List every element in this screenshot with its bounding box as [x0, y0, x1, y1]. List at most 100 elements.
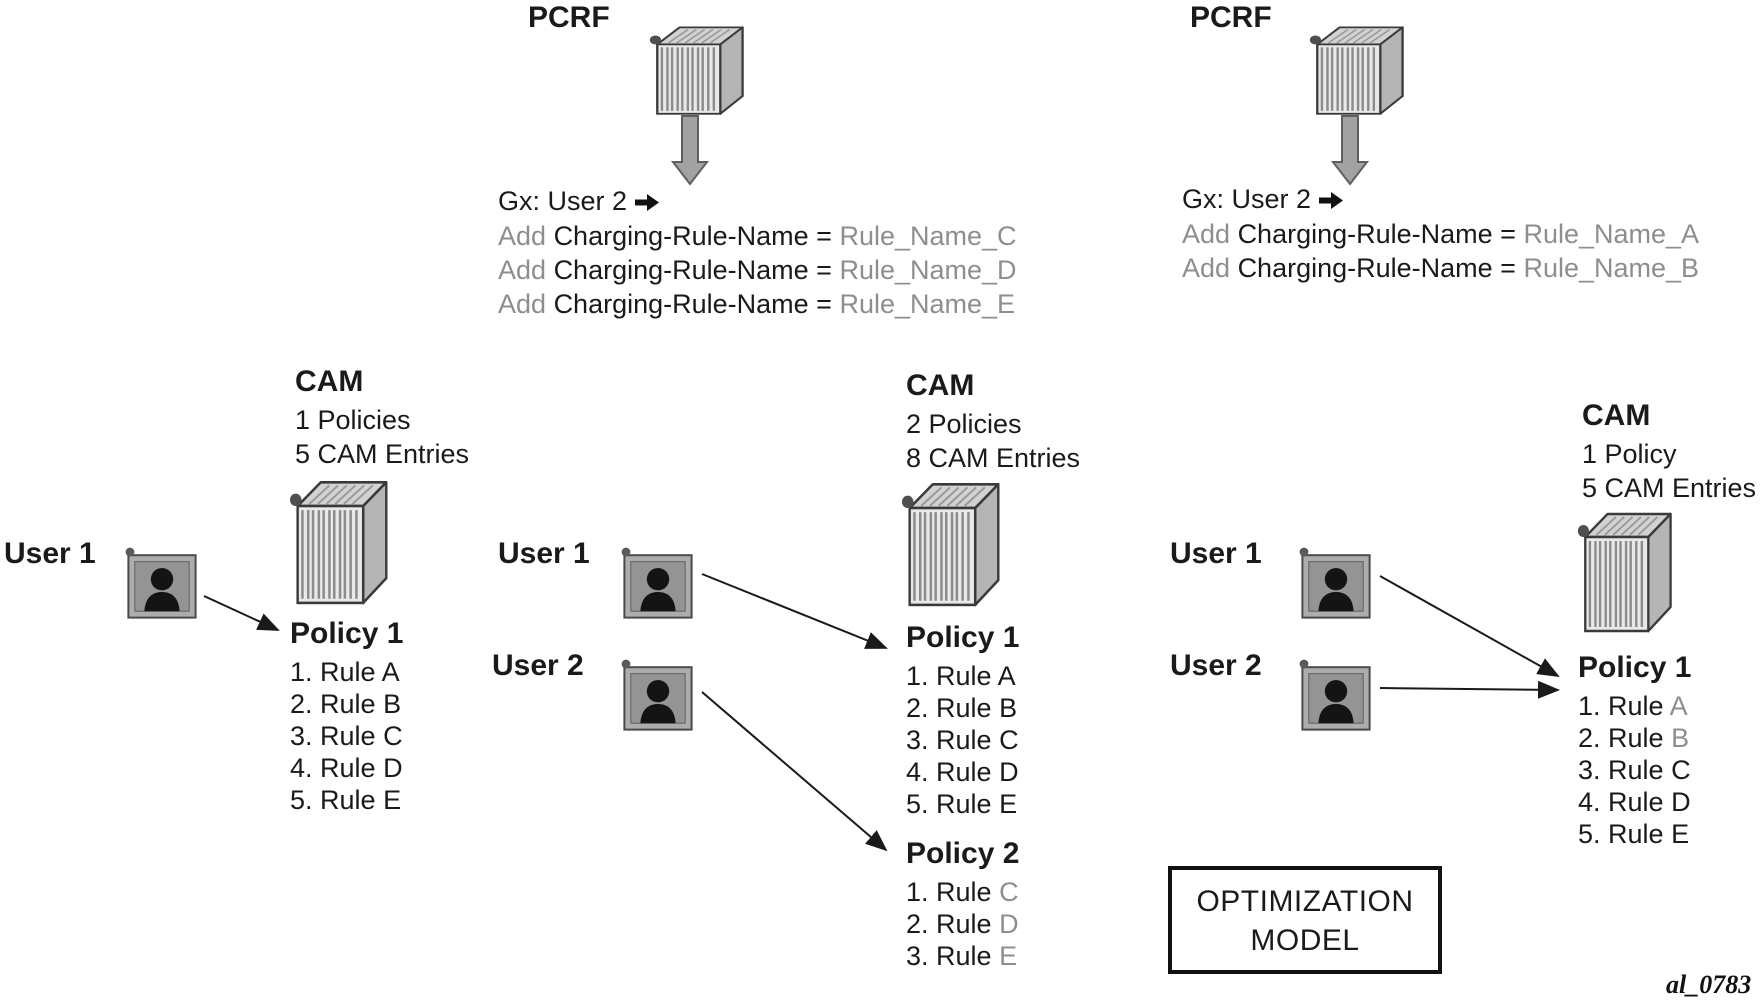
user-label: User 1	[1170, 537, 1262, 570]
arrow-mid-user2-to-policy2	[701, 691, 888, 852]
rule-letter: E	[999, 941, 1018, 971]
rule-item: 1. Rule A	[906, 660, 1019, 692]
down-arrow-icon	[670, 115, 710, 186]
rule-letter: D	[1671, 787, 1691, 817]
gx-session-line: Gx: User 2	[498, 184, 1017, 219]
rule-item: 1. Rule C	[906, 876, 1019, 908]
rule-name-value: Rule_Name_A	[1523, 219, 1700, 249]
server-chassis-icon	[648, 26, 744, 115]
arrow-left-user1-to-policy1	[203, 595, 280, 631]
rule-letter: B	[999, 693, 1018, 723]
gx-label: Gx: User 2	[1182, 184, 1312, 214]
rule-name-value: Rule_Name_B	[1523, 253, 1700, 283]
cam-policy-count: 1 Policies	[295, 405, 411, 435]
rule-letter: E	[1671, 819, 1690, 849]
rule-item: 1. Rule A	[1578, 690, 1691, 722]
rule-item: 1. Rule A	[290, 656, 403, 688]
rule-letter: E	[383, 785, 402, 815]
optimization-line1: OPTIMIZATION	[1196, 885, 1414, 918]
cam-header: CAM 2 Policies 8 CAM Entries	[906, 368, 1080, 475]
gx-message-block: Gx: User 2 Add Charging-Rule-Name = Rule…	[1182, 182, 1699, 285]
arrow-mid-user1-to-policy1	[701, 573, 888, 649]
rule-item: 2. Rule D	[906, 908, 1019, 940]
gx-message-block: Gx: User 2 Add Charging-Rule-Name = Rule…	[498, 184, 1017, 321]
rule-text: 4. Rule	[290, 753, 376, 783]
rule-name-value: Rule_Name_C	[839, 221, 1017, 251]
charging-rule-line: Add Charging-Rule-Name = Rule_Name_C	[498, 219, 1017, 253]
rule-item: 5. Rule E	[1578, 818, 1691, 850]
user-avatar-icon	[124, 546, 197, 619]
charging-rule-line: Add Charging-Rule-Name = Rule_Name_D	[498, 253, 1017, 287]
optimization-line2: MODEL	[1250, 924, 1360, 957]
policy-block: Policy 1 1. Rule A 2. Rule B 3. Rule C 4…	[290, 616, 403, 816]
user-label: User 2	[1170, 649, 1262, 682]
rule-letter: D	[999, 909, 1019, 939]
user-label: User 2	[492, 649, 584, 682]
cam-server-icon	[900, 482, 1000, 607]
add-keyword: Add	[498, 221, 547, 251]
cam-title: CAM	[295, 365, 364, 398]
rule-letter: E	[999, 789, 1018, 819]
policy-title: Policy 1	[290, 617, 404, 650]
avp-name: Charging-Rule-Name =	[553, 289, 832, 319]
right-arrow-icon	[635, 185, 660, 219]
pcrf-title: PCRF	[528, 1, 610, 34]
rule-item: 5. Rule E	[290, 784, 403, 816]
rule-text: 3. Rule	[1578, 755, 1664, 785]
rule-item: 3. Rule C	[290, 720, 403, 752]
rule-text: 3. Rule	[906, 725, 992, 755]
cam-entry-count: 5 CAM Entries	[1582, 473, 1757, 503]
rule-text: 5. Rule	[290, 785, 376, 815]
policy-title: Policy 2	[906, 837, 1020, 870]
rule-text: 1. Rule	[1578, 691, 1664, 721]
pcrf-title: PCRF	[1190, 1, 1272, 34]
charging-rule-line: Add Charging-Rule-Name = Rule_Name_E	[498, 287, 1017, 321]
cam-title: CAM	[1582, 399, 1651, 432]
rule-letter: B	[1671, 723, 1690, 753]
rule-text: 3. Rule	[906, 941, 992, 971]
right-arrow-icon	[1319, 183, 1344, 217]
gx-session-line: Gx: User 2	[1182, 182, 1699, 217]
rule-item: 3. Rule C	[1578, 754, 1691, 786]
rule-item: 4. Rule D	[906, 756, 1019, 788]
rule-letter: C	[999, 725, 1019, 755]
policy-block: Policy 1 1. Rule A 2. Rule B 3. Rule C 4…	[906, 620, 1019, 820]
add-keyword: Add	[1182, 219, 1231, 249]
rule-text: 2. Rule	[906, 909, 992, 939]
rule-text: 2. Rule	[290, 689, 376, 719]
charging-rule-line: Add Charging-Rule-Name = Rule_Name_B	[1182, 251, 1699, 285]
user-avatar-icon	[620, 546, 693, 619]
avp-name: Charging-Rule-Name =	[1237, 219, 1516, 249]
rule-text: 5. Rule	[906, 789, 992, 819]
rule-letter: A	[997, 661, 1016, 691]
rule-letter: C	[383, 721, 403, 751]
rule-item: 4. Rule D	[290, 752, 403, 784]
avp-name: Charging-Rule-Name =	[1237, 253, 1516, 283]
rule-text: 4. Rule	[906, 757, 992, 787]
rule-item: 5. Rule E	[906, 788, 1019, 820]
rule-item: 3. Rule E	[906, 940, 1019, 972]
user-avatar-icon	[1298, 658, 1371, 731]
charging-rule-line: Add Charging-Rule-Name = Rule_Name_A	[1182, 217, 1699, 251]
avp-name: Charging-Rule-Name =	[553, 255, 832, 285]
rule-text: 4. Rule	[1578, 787, 1664, 817]
policy-title: Policy 1	[906, 621, 1020, 654]
user-avatar-icon	[1298, 546, 1371, 619]
cam-entry-count: 5 CAM Entries	[295, 439, 470, 469]
rule-letter: A	[1669, 691, 1688, 721]
cam-server-icon	[1576, 512, 1672, 633]
cam-policy-count: 1 Policy	[1582, 439, 1677, 469]
rule-item: 4. Rule D	[1578, 786, 1691, 818]
rule-text: 1. Rule	[290, 657, 376, 687]
cam-header: CAM 1 Policy 5 CAM Entries	[1582, 398, 1756, 505]
rule-item: 2. Rule B	[1578, 722, 1691, 754]
rule-text: 2. Rule	[1578, 723, 1664, 753]
add-keyword: Add	[498, 255, 547, 285]
rule-letter: D	[383, 753, 403, 783]
figure-id: al_0783	[1666, 970, 1752, 999]
add-keyword: Add	[498, 289, 547, 319]
policy-title: Policy 1	[1578, 651, 1692, 684]
user-avatar-icon	[620, 658, 693, 731]
cam-server-icon	[288, 480, 388, 605]
